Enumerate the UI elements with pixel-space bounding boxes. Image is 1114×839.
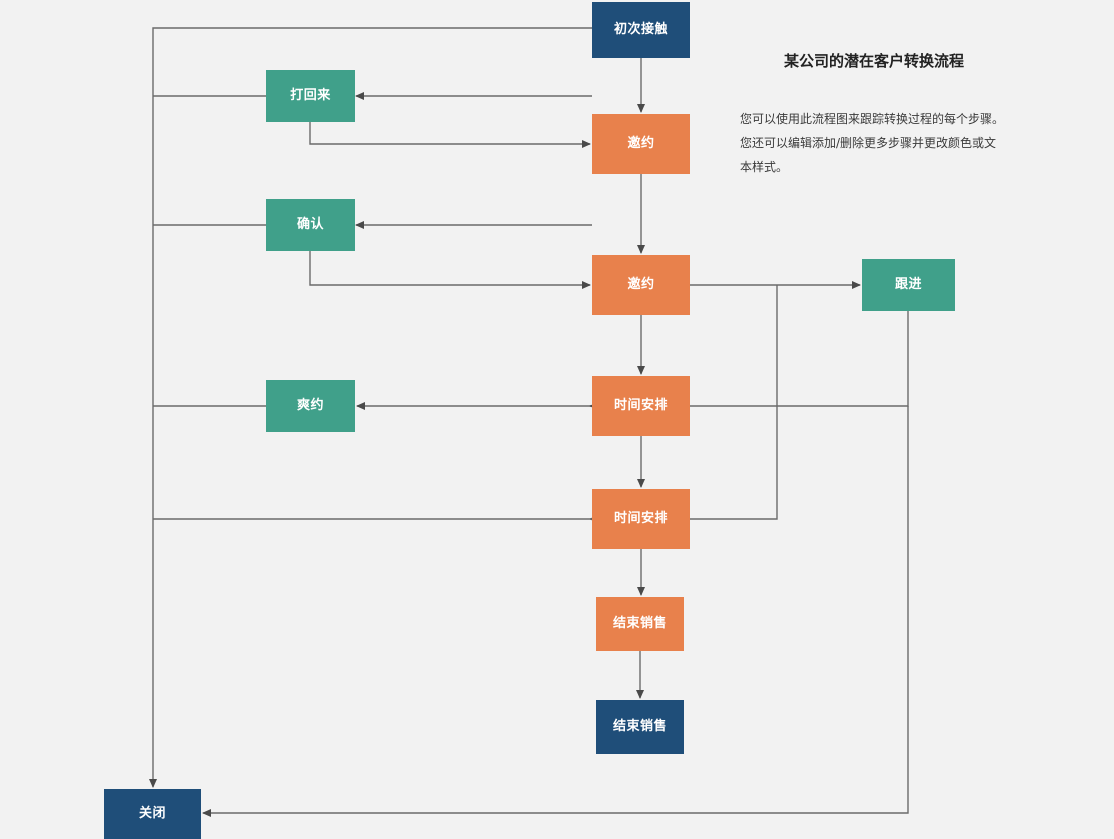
edge-follow-up-rail-to-closed [202,406,909,817]
edge-call-back-to-invite-1 [309,122,591,148]
node-label: 关闭 [138,806,166,822]
node-label: 时间安排 [613,511,668,527]
node-confirm[interactable]: 确认 [266,199,355,251]
node-label: 跟进 [894,277,922,293]
node-follow-up[interactable]: 跟进 [862,259,955,311]
node-closed[interactable]: 关闭 [104,789,201,839]
info-panel: 某公司的潜在客户转换流程 您可以使用此流程图来跟踪转换过程的每个步骤。您还可以编… [740,50,1008,179]
node-label: 邀约 [627,136,655,152]
node-schedule-1[interactable]: 时间安排 [592,376,690,436]
node-first-contact[interactable]: 初次接触 [592,2,690,58]
node-close-sale-1[interactable]: 结束销售 [596,597,684,651]
node-label: 爽约 [296,398,324,414]
edge-first-contact-to-left-rail [149,27,592,788]
node-label: 打回来 [290,88,331,104]
node-invite-1[interactable]: 邀约 [592,114,690,174]
node-label: 结束销售 [612,719,667,735]
panel-description: 您可以使用此流程图来跟踪转换过程的每个步骤。您还可以编辑添加/删除更多步骤并更改… [740,112,1005,174]
node-no-show[interactable]: 爽约 [266,380,355,432]
edge-confirm-to-invite-2 [309,251,591,289]
node-call-back[interactable]: 打回来 [266,70,355,122]
node-label: 初次接触 [613,22,668,38]
node-invite-2[interactable]: 邀约 [592,255,690,315]
node-label: 确认 [296,217,324,233]
node-label: 邀约 [627,277,655,293]
node-label: 时间安排 [613,398,668,414]
node-label: 结束销售 [612,616,667,632]
page-title: 某公司的潜在客户转换流程 [783,52,964,70]
node-schedule-2[interactable]: 时间安排 [592,489,690,549]
node-close-sale-2[interactable]: 结束销售 [596,700,684,754]
